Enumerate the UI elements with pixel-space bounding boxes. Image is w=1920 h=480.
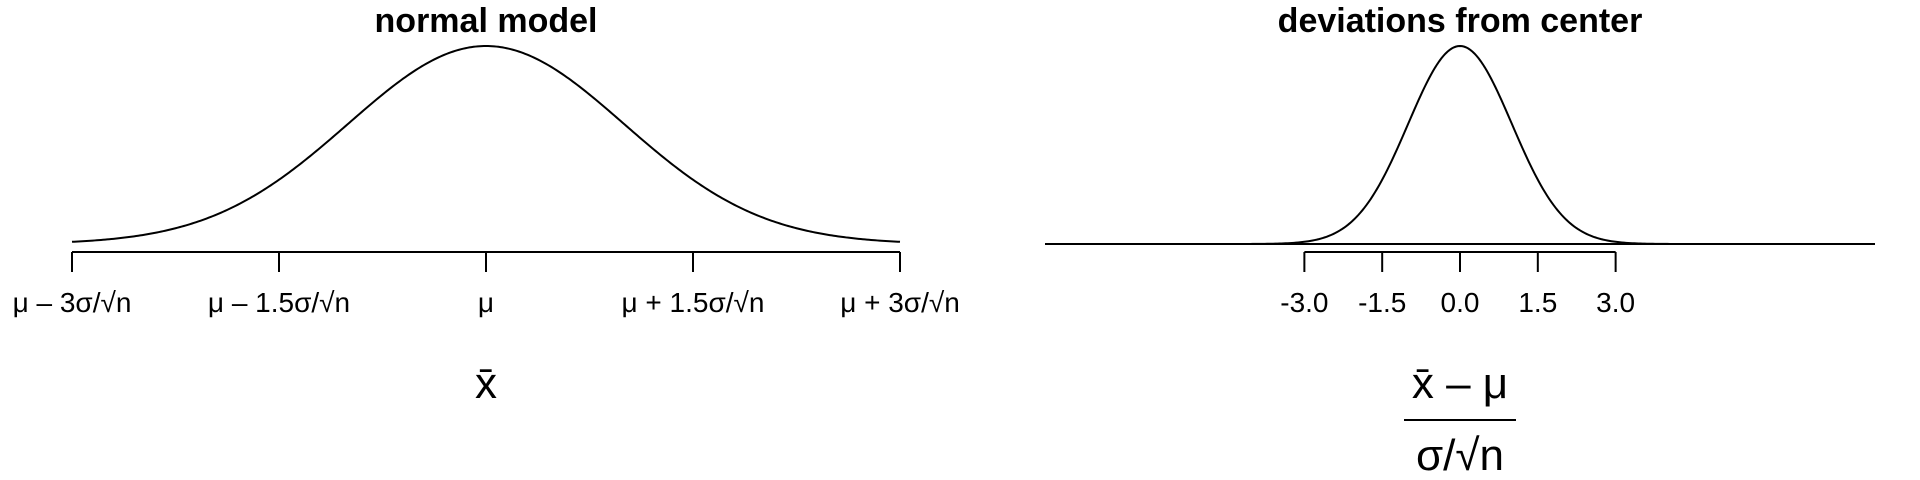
left-x-tick-label: μ – 1.5σ/√n <box>208 287 350 318</box>
right-x-axis-label-denominator: σ/√n <box>1416 431 1504 480</box>
right-x-tick-label: -3.0 <box>1280 287 1328 318</box>
left-density-curve <box>71 44 901 243</box>
right-chart-title: deviations from center <box>1278 2 1643 40</box>
right-x-tick-label: 0.0 <box>1441 287 1480 318</box>
left-x-tick-label: μ + 3σ/√n <box>840 287 960 318</box>
left-x-ticks: μ – 3σ/√n μ – 1.5σ/√n μ μ + 1.5σ/√n μ + 3σ/√… <box>13 252 960 318</box>
left-chart-title: normal model <box>375 2 598 40</box>
right-x-tick-label: 3.0 <box>1596 287 1635 318</box>
left-panel: normal model μ – 3σ/√n μ – 1.5σ/√n μ μ + 1.… <box>13 2 960 408</box>
left-x-tick-label: μ + 1.5σ/√n <box>622 287 765 318</box>
left-x-tick-label: μ <box>478 287 494 318</box>
left-x-axis-label: x̄ <box>475 359 497 408</box>
right-density-curve <box>1045 44 1875 245</box>
right-x-tick-label: 1.5 <box>1518 287 1557 318</box>
right-x-tick-label: -1.5 <box>1358 287 1406 318</box>
left-x-tick-label: μ – 3σ/√n <box>13 287 132 318</box>
right-panel: deviations from center -3.0 -1.5 0.0 1.5 3.0… <box>1045 2 1875 480</box>
right-x-axis-label-numerator: x̄ – μ <box>1412 359 1508 408</box>
right-x-ticks: -3.0 -1.5 0.0 1.5 3.0 <box>1280 252 1635 318</box>
